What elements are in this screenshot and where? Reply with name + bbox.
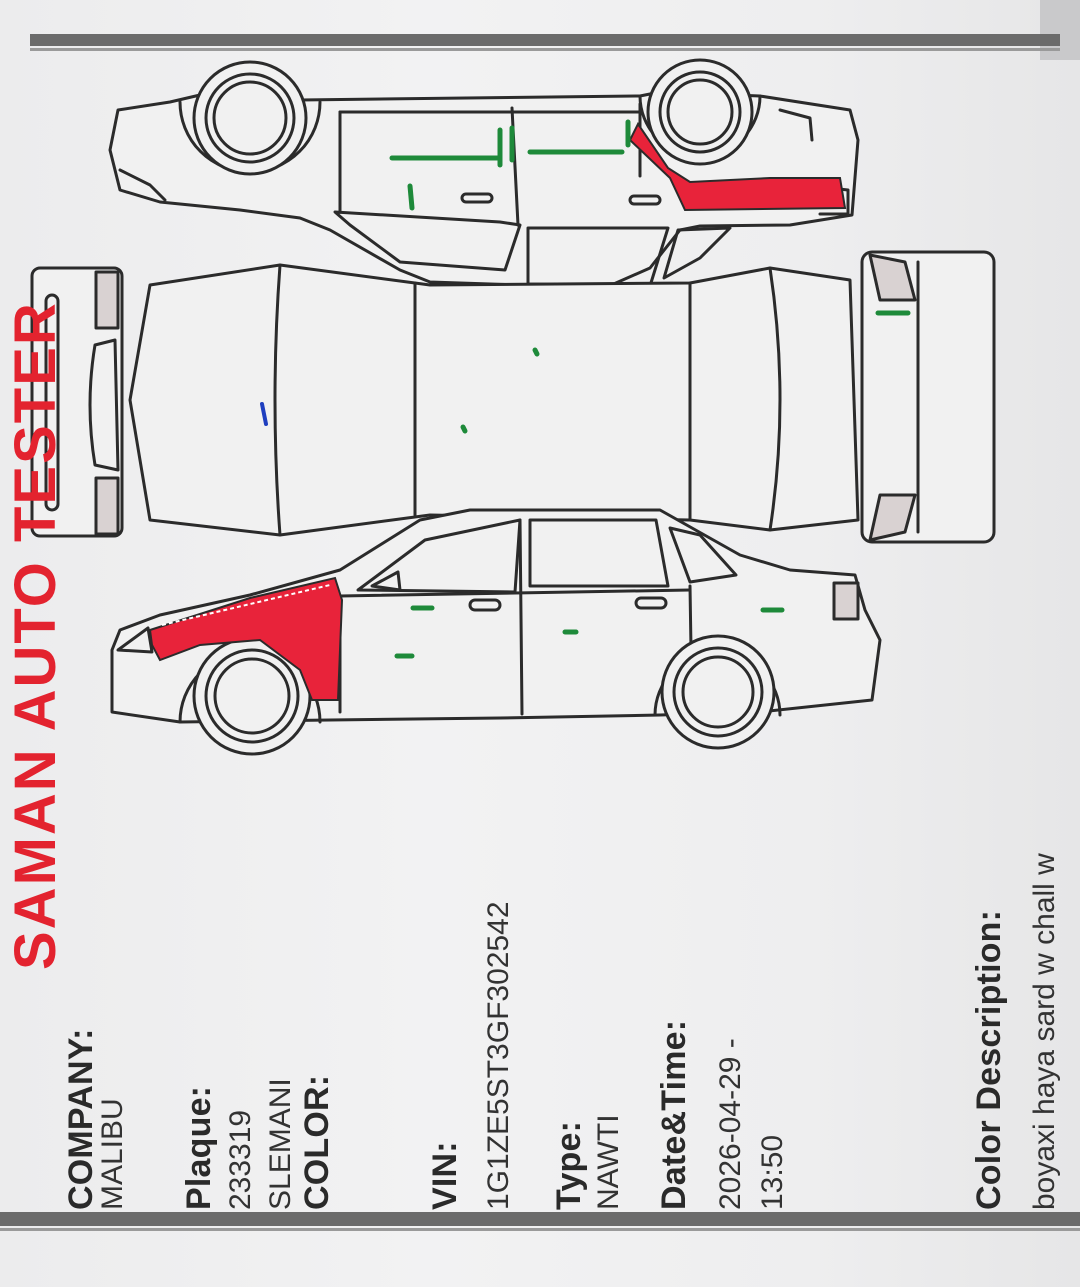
type-value: NAWTI [592,1114,625,1210]
roof-view [128,263,860,537]
blue-mark [260,402,268,426]
form-bottom-border [0,1212,1080,1226]
scratch-mark-8 [532,347,540,357]
form-bottom-border-inner [0,1228,1080,1231]
color-description-line1: boyaxi haya sard w chall w [1028,853,1061,1210]
brand-title: SAMAN AUTO TESTER [3,301,68,970]
painted-area-bottom-hood-line [161,584,331,626]
form-top-border [30,34,1060,46]
wheel-top-left [192,60,308,176]
color-description-label: Color Description: [970,909,1008,1210]
front-bumper-view [30,266,124,538]
plaque-city: SLEMANI [264,1078,297,1210]
scratch-mark-9 [460,424,468,434]
plaque-label: Plaque: [180,1085,218,1210]
company-value: MALIBU [96,1098,129,1210]
rear-bumper-view [860,250,996,544]
wheel-top-right [646,58,754,166]
datetime-date: 2026-04-29 - [714,1038,747,1210]
datetime-time: 13:50 [756,1134,789,1210]
datetime-label: Date&Time: [655,1019,693,1210]
wheel-bottom-right [660,634,776,750]
vin-label: VIN: [426,1141,464,1210]
painted-area-top-rear [628,122,847,212]
vin-value: 1G1ZE5ST3GF302542 [482,901,515,1210]
form-top-border-inner [30,48,1060,51]
scratch-mark-6 [407,183,415,211]
wheel-bottom-left [192,636,312,756]
vehicle-info-block: SAMAN AUTO TESTER COMPANY: MALIBU Plaque… [3,301,1061,1210]
type-label: Type: [550,1120,588,1210]
color-label: COLOR: [298,1074,336,1210]
plaque-number: 233319 [224,1109,257,1210]
painted-area-bottom-front [148,576,344,701]
